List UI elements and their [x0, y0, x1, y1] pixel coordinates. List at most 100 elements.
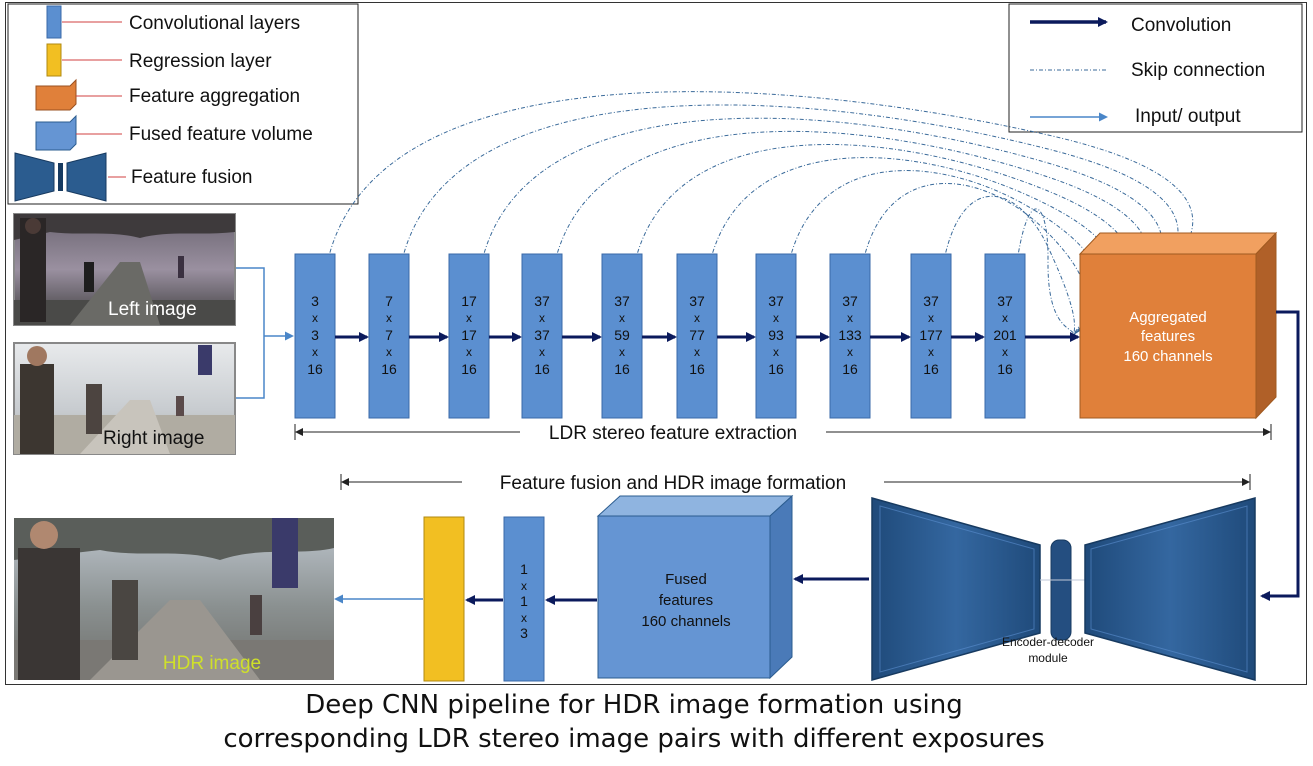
conv-layer-dim: 7 — [385, 293, 393, 309]
conv-layer-box — [984, 253, 1026, 419]
skip-connection-line — [322, 91, 1194, 336]
conv-layer-dim: 37 — [614, 293, 630, 309]
conv-layer-dim: 16 — [997, 361, 1013, 377]
legend-io-label: Input/ output — [1135, 106, 1241, 127]
conv-layer-10: 37 x 201 x 16 — [984, 253, 1026, 419]
legend-fusion-swatch — [14, 152, 107, 202]
legend-convolution-label: Convolution — [1131, 15, 1231, 36]
conv-layer-dim: 37 — [768, 293, 784, 309]
input-connector — [236, 267, 294, 399]
fused-line2: features — [659, 592, 713, 609]
caption-line1: Deep CNN pipeline for HDR image formatio… — [305, 690, 963, 720]
legend-aggregation-swatch — [35, 78, 77, 111]
right-image: Right image — [13, 342, 236, 455]
conv-layer-box — [755, 253, 797, 419]
conv-layer-dim: 3 — [311, 327, 319, 343]
skip-connection-line — [1012, 208, 1075, 336]
conv-layer-dim: x — [619, 345, 625, 359]
conv-layer-dim: x — [773, 311, 779, 325]
skip-connection-line — [476, 117, 1163, 336]
hdr-output-label: HDR image — [163, 653, 261, 674]
legend-fused-swatch — [35, 114, 77, 151]
legend-conv-label: Convolutional layers — [129, 13, 300, 34]
legend-regression-label: Regression layer — [129, 51, 272, 72]
skip-connection-line — [549, 130, 1148, 336]
stage1-label: LDR stereo feature extraction — [549, 423, 797, 444]
conv-layer-dim: 16 — [923, 361, 939, 377]
legend-aggregation-label: Feature aggregation — [129, 86, 300, 107]
conv-layer-dim: 16 — [461, 361, 477, 377]
final-conv-dim-2: 1 — [520, 593, 528, 609]
aggregated-line2: features — [1141, 328, 1195, 345]
conv-layer-dim: 37 — [689, 293, 705, 309]
aggregated-features-block: Aggregated features 160 channels — [1078, 231, 1278, 420]
left-image-label: Left image — [108, 299, 197, 320]
conv-layer-2: 7 x 7 x 16 — [368, 253, 410, 419]
conv-layer-dim: 37 — [923, 293, 939, 309]
conv-layer-dim: x — [312, 345, 318, 359]
conv-layer-dim: x — [847, 311, 853, 325]
conv-layer-dim: 16 — [689, 361, 705, 377]
legend-fused-label: Fused feature volume — [129, 124, 313, 145]
legend-fusion-label: Feature fusion — [131, 167, 252, 188]
conv-layer-dim: 7 — [385, 327, 393, 343]
conv-layer-dim: 37 — [534, 327, 550, 343]
conv-layer-dim: x — [928, 311, 934, 325]
regression-layer — [423, 516, 465, 682]
aggregated-line3: 160 channels — [1123, 348, 1212, 365]
right-image-label: Right image — [103, 428, 204, 449]
conv-layer-box — [521, 253, 563, 419]
skip-connection-line — [857, 183, 1088, 336]
final-conv-dim-1: x — [521, 579, 527, 593]
conv-layer-dim: x — [386, 345, 392, 359]
conv-layer-dim: 16 — [307, 361, 323, 377]
conv-layer-box — [368, 253, 410, 419]
final-conv-dim-4: 3 — [520, 625, 528, 641]
conv-layer-8: 37 x 133 x 16 — [829, 253, 871, 419]
conv-layer-dim: x — [1002, 311, 1008, 325]
stage1-span: LDR stereo feature extraction — [294, 423, 1272, 444]
conv-layer-dim: x — [694, 345, 700, 359]
arrow-legend: Convolution Skip connection Input/ outpu… — [1008, 3, 1303, 133]
fused-features-block: Fused features 160 channels — [596, 494, 794, 680]
conv-layer-dim: 16 — [614, 361, 630, 377]
skip-connection-line — [629, 144, 1133, 336]
final-conv-dim-3: x — [521, 611, 527, 625]
conv-layer-dim: x — [847, 345, 853, 359]
shape-legend: Convolutional layers Regression layer Fe… — [7, 3, 359, 205]
conv-layer-dim: 17 — [461, 293, 477, 309]
conv-layer-box — [601, 253, 643, 419]
figure-caption: Deep CNN pipeline for HDR image formatio… — [0, 688, 1268, 756]
conv-layer-dim: 77 — [689, 327, 705, 343]
conv-layer-dim: 16 — [534, 361, 550, 377]
encoder-label-line1: Encoder-decoder — [1002, 635, 1094, 649]
conv-layer-dim: 201 — [993, 327, 1017, 343]
caption-line2: corresponding LDR stereo image pairs wit… — [223, 724, 1045, 754]
hdr-output-image: HDR image — [14, 518, 334, 680]
conv-layer-dim: x — [539, 345, 545, 359]
legend-regression-swatch — [46, 43, 62, 77]
conv-layer-dim: 133 — [838, 327, 862, 343]
conv-layer-dim: x — [1002, 345, 1008, 359]
conv-layer-dim: 177 — [919, 327, 943, 343]
conv-layer-dim: 16 — [842, 361, 858, 377]
left-image: Left image — [13, 213, 236, 326]
fused-line3: 160 channels — [641, 613, 730, 630]
fused-line1: Fused — [665, 571, 707, 588]
conv-layer-box — [910, 253, 952, 419]
conv-layer-dim: x — [773, 345, 779, 359]
conv-layer-dim: 37 — [997, 293, 1013, 309]
aggregation-to-encoder-arrow — [1260, 310, 1300, 601]
conv-layer-dim: x — [466, 345, 472, 359]
conv-layer-dim: 16 — [381, 361, 397, 377]
conv-layer-dim: 3 — [311, 293, 319, 309]
final-conv-layer: 1 x 1 x 3 — [503, 516, 545, 682]
conv-layer-dim: x — [386, 311, 392, 325]
conv-layer-dim: 37 — [842, 293, 858, 309]
conv-layer-dim: x — [466, 311, 472, 325]
aggregated-line1: Aggregated — [1129, 309, 1207, 326]
